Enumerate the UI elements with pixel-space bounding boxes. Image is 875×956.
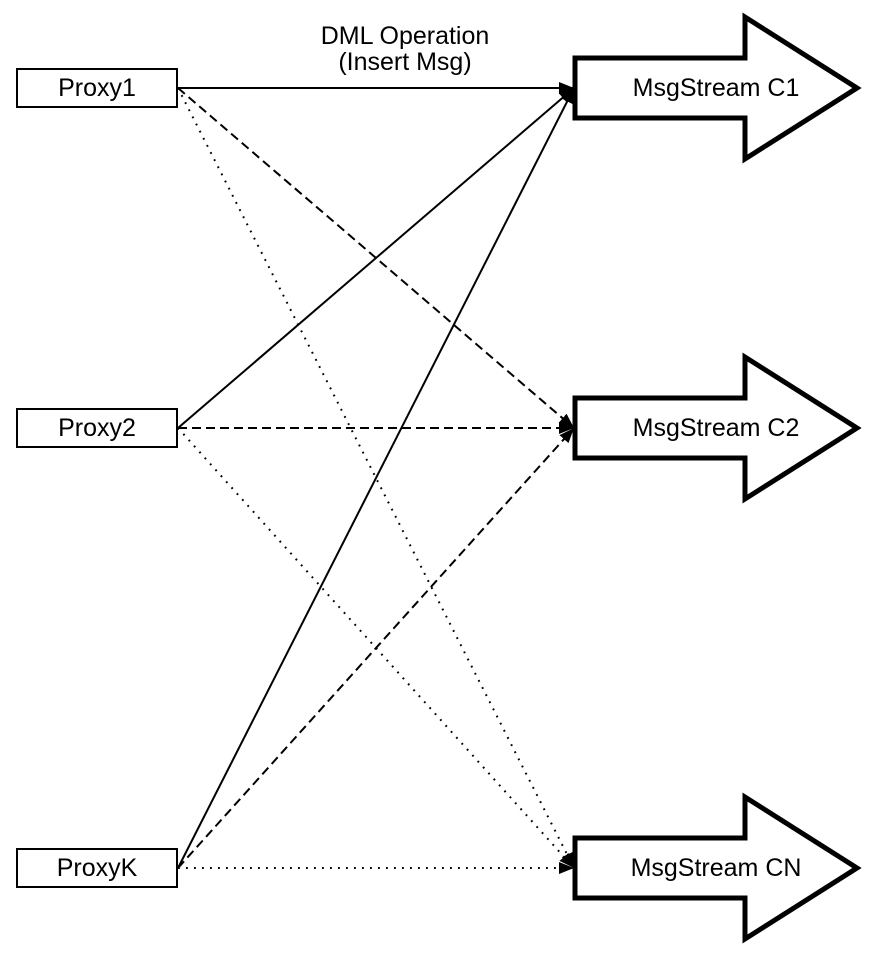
connection-proxyk-to-c1 bbox=[177, 87, 575, 869]
proxy1-box: Proxy1 bbox=[16, 68, 178, 108]
connections-layer bbox=[177, 82, 575, 874]
msgstream-c2-label: MsgStream C2 bbox=[575, 408, 857, 448]
msgstream-c1-arrow-shape bbox=[572, 12, 862, 164]
msgstream-c1-text: MsgStream C1 bbox=[632, 73, 800, 102]
connection-proxy1-to-cn bbox=[177, 87, 575, 869]
msgstream-cn-arrow-shape bbox=[572, 792, 862, 944]
proxyk-label: ProxyK bbox=[56, 853, 138, 882]
msgstream-cn-label: MsgStream CN bbox=[575, 848, 857, 888]
connection-proxyk-to-c2 bbox=[177, 427, 575, 869]
title-line-1: DML Operation bbox=[320, 22, 490, 50]
title-line-2: (Insert Msg) bbox=[338, 48, 472, 76]
proxy1-label: Proxy1 bbox=[58, 73, 136, 102]
msgstream-c2-text: MsgStream C2 bbox=[632, 413, 800, 442]
proxy2-box: Proxy2 bbox=[16, 408, 178, 448]
proxyk-box: ProxyK bbox=[16, 848, 178, 888]
msgstream-c1-label: MsgStream C1 bbox=[575, 68, 857, 108]
proxy2-label: Proxy2 bbox=[58, 413, 136, 442]
stream-arrow-shapes bbox=[572, 12, 862, 944]
msgstream-cn-text: MsgStream CN bbox=[630, 853, 802, 882]
diagram-title: DML Operation (Insert Msg) bbox=[270, 23, 540, 75]
msgstream-c2-arrow-shape bbox=[572, 352, 862, 504]
connection-proxy1-to-c2 bbox=[177, 87, 575, 429]
